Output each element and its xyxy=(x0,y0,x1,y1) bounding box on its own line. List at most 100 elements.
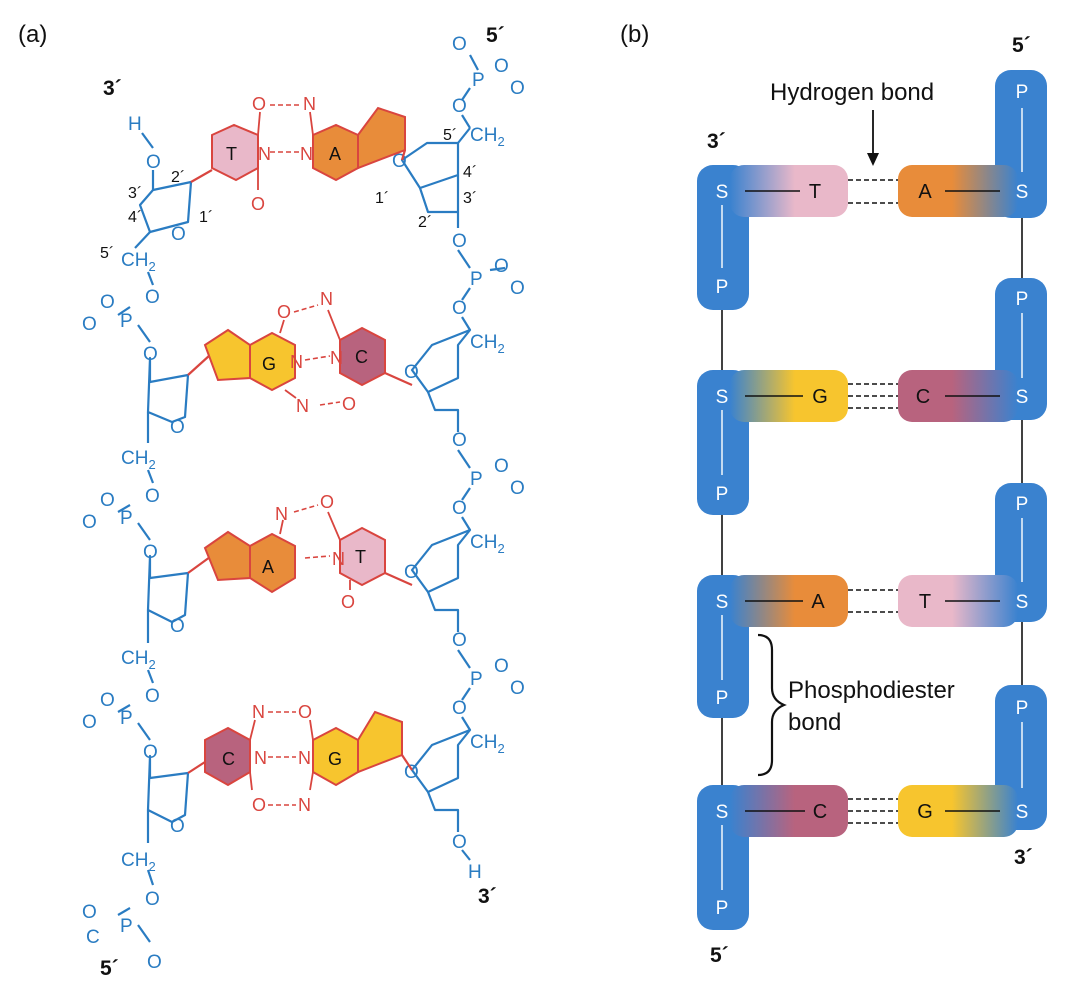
atom-ch2: CH2 xyxy=(470,732,505,756)
base-pair-2: G C O N N N N O xyxy=(187,289,413,416)
carbon-5-left: 5´ xyxy=(100,245,114,262)
phosphate-label: P xyxy=(716,898,729,919)
sugar-base-lines xyxy=(745,190,1000,812)
base-pair-1: T A O N N N O xyxy=(190,94,407,214)
right-backbone-atoms: O P O O O CH2 O O P O O O CH2 O O P O O … xyxy=(392,34,525,883)
end-label-top-left-b: 3´ xyxy=(707,130,726,153)
carbon-1-right: 1´ xyxy=(375,190,389,207)
base-letters: T A G C A T C G xyxy=(809,181,933,823)
atom-o: O xyxy=(452,630,467,651)
atom-o: O xyxy=(251,194,265,214)
sugar-label: S xyxy=(1016,802,1029,823)
atom-o: O xyxy=(452,34,467,55)
sugar-label: S xyxy=(716,802,729,823)
end-label-bottom-right-b: 3´ xyxy=(1014,846,1033,869)
atom-o: O xyxy=(100,292,115,313)
atom-ch2: CH2 xyxy=(121,448,156,472)
atom-o: O xyxy=(82,902,97,923)
base-left-3 xyxy=(249,532,296,594)
atom-n: N xyxy=(298,748,311,768)
carbon-numbers: 3´ 2´ 4´ 1´ 5´ 5´ 4´ 1´ 3´ 2´ xyxy=(100,127,477,262)
left-backbone-atoms: H O O CH2 O P O O O O CH2 O P O O O O CH… xyxy=(82,114,186,973)
panel-b-schematic: (b) 3´ 5´ 5´ 3´ xyxy=(620,21,1047,967)
atom-o: O xyxy=(170,417,185,438)
phosphodiester-label-line1: Phosphodiester xyxy=(788,677,955,704)
atom-n: N xyxy=(303,94,316,114)
atom-n: N xyxy=(258,144,271,164)
strand-letters: S P S P S P S P P S P S P S P S xyxy=(716,82,1029,919)
end-label-bottom-right: 3´ xyxy=(478,885,497,908)
phosphate-label: P xyxy=(1016,494,1029,515)
atom-o: O xyxy=(494,456,509,477)
base-label-left-3: A xyxy=(262,557,274,577)
base-letter-right-4: G xyxy=(917,801,933,823)
atom-o: O xyxy=(452,832,467,853)
atom-n: N xyxy=(320,289,333,309)
atom-o: O xyxy=(404,362,419,383)
carbon-2-left: 2´ xyxy=(171,169,185,186)
panel-a-chemical-structure: (a) 3´ 5´ 5´ 3´ xyxy=(18,21,525,980)
right-backbone xyxy=(400,54,506,861)
atom-o: O xyxy=(146,152,161,173)
atom-o: O xyxy=(452,231,467,252)
atom-o: O xyxy=(145,287,160,308)
atom-o: O xyxy=(452,698,467,719)
base-label-left-4: C xyxy=(222,749,235,769)
atom-o: O xyxy=(494,56,509,77)
atom-o: O xyxy=(452,430,467,451)
atom-o: O xyxy=(82,314,97,335)
sugar-label: S xyxy=(1016,592,1029,613)
base-label-right-4: G xyxy=(328,749,342,769)
atom-o: O xyxy=(298,702,312,722)
base-left-ring-2 xyxy=(203,328,251,382)
atom-o: O xyxy=(145,486,160,507)
atom-o: O xyxy=(510,478,525,499)
carbon-4-left: 4´ xyxy=(128,209,142,226)
atom-ch2: CH2 xyxy=(470,532,505,556)
atom-o: O xyxy=(252,94,266,114)
base-label-left-2: G xyxy=(262,354,276,374)
arrow-head-icon xyxy=(867,153,879,166)
atom-n: N xyxy=(296,396,309,416)
base-pair-4: C G N O N N O N xyxy=(187,702,413,815)
carbon-4-right: 4´ xyxy=(463,164,477,181)
base-label-right-3: T xyxy=(355,547,366,567)
base-left-ring-3 xyxy=(203,530,251,582)
base-pair-3: A T N O N O xyxy=(187,492,413,612)
atom-n: N xyxy=(275,504,288,524)
base-right-ring-4 xyxy=(357,710,403,774)
atom-o: O xyxy=(82,712,97,733)
base-letter-right-1: A xyxy=(918,181,932,203)
phosphate-label: P xyxy=(1016,82,1029,103)
atom-n: N xyxy=(332,549,345,569)
base-letter-left-1: T xyxy=(809,181,821,203)
atom-c: C xyxy=(86,927,100,948)
atom-p: P xyxy=(120,311,133,332)
atom-o: O xyxy=(341,592,355,612)
base-left-2 xyxy=(249,331,296,392)
base-right-ring-1 xyxy=(357,106,406,170)
atom-o: O xyxy=(147,952,162,973)
base-letter-left-4: C xyxy=(813,801,827,823)
sugar-label: S xyxy=(716,182,729,203)
end-label-top-right-b: 5´ xyxy=(1012,34,1031,57)
atom-o: O xyxy=(510,678,525,699)
atom-ch2: CH2 xyxy=(121,250,156,274)
end-label-top-left: 3´ xyxy=(103,77,122,100)
atom-p: P xyxy=(472,70,485,91)
atom-p: P xyxy=(470,269,483,290)
atom-o: O xyxy=(100,490,115,511)
atom-o: O xyxy=(82,512,97,533)
atom-o: O xyxy=(252,795,266,815)
atom-n: N xyxy=(254,748,267,768)
sugar-label: S xyxy=(716,387,729,408)
atom-n: N xyxy=(290,352,303,372)
atom-o: O xyxy=(452,498,467,519)
atom-o: O xyxy=(452,96,467,117)
base-letter-right-2: C xyxy=(916,386,930,408)
phosphate-label: P xyxy=(1016,289,1029,310)
atom-p: P xyxy=(120,708,133,729)
atom-o: O xyxy=(494,256,509,277)
carbon-3-right: 3´ xyxy=(463,190,477,207)
